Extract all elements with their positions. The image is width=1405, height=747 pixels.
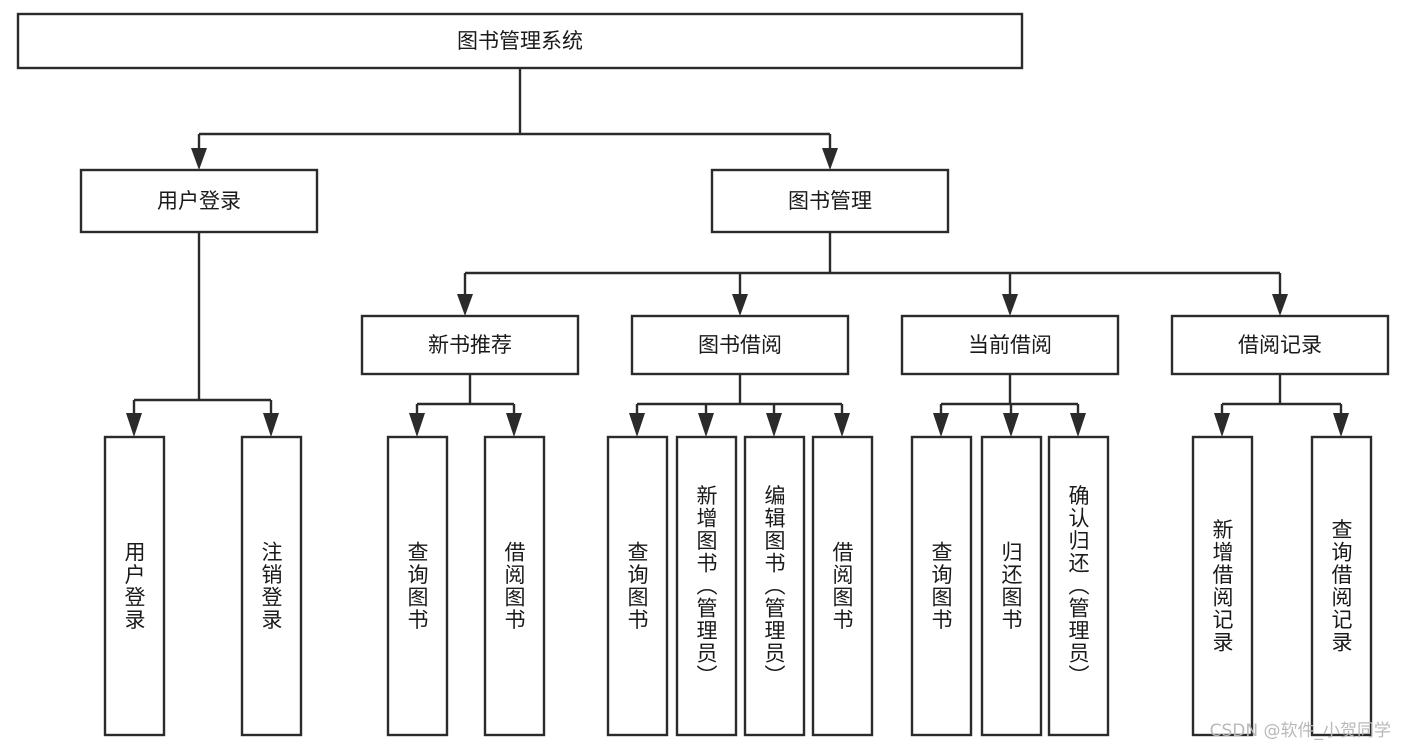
book-borrow-box[interactable]	[630, 314, 850, 376]
book-management-box[interactable]	[710, 168, 950, 234]
leaf-box[interactable]	[1047, 435, 1110, 737]
leaf-node-current-borrow-return[interactable]: 归还图书	[980, 435, 1043, 737]
book-borrow-label: 图书借阅	[698, 333, 782, 357]
node-new-book-recommend[interactable]: 新书推荐	[360, 314, 580, 376]
leaf-node-new-book-query[interactable]: 查询图书	[386, 435, 449, 737]
arrowhead-current-borrow	[1002, 294, 1018, 316]
leaf-node-user-login-login[interactable]: 用户登录	[103, 435, 166, 737]
node-book-borrow[interactable]: 图书借阅	[630, 314, 850, 376]
leaf-label: 注销登录	[259, 541, 283, 631]
arrowhead-borrow-record	[1272, 294, 1288, 316]
connector-layer	[126, 68, 1349, 437]
arrowhead-book-manage	[822, 148, 838, 170]
leaf-box[interactable]	[743, 435, 806, 737]
leaf-box[interactable]	[910, 435, 973, 737]
arrowhead-new-book	[457, 294, 473, 316]
current-borrow-label: 当前借阅	[968, 333, 1052, 357]
leaf-node-book-borrow-query[interactable]: 查询图书	[606, 435, 669, 737]
root-label: 图书管理系统	[457, 29, 583, 53]
leaf-label: 借阅图书	[830, 541, 854, 631]
arrowhead-cb-leaf1	[933, 413, 949, 437]
arrowhead-br-leaf1	[1214, 413, 1230, 437]
leaf-label: 确认归还（管理员）	[1066, 485, 1090, 688]
leaf-box[interactable]	[103, 435, 166, 737]
csdn-watermark: CSDN @软件_小贺同学	[1209, 721, 1391, 741]
node-user-login[interactable]: 用户登录	[79, 168, 319, 234]
leaf-label: 归还图书	[999, 541, 1023, 631]
leaf-node-book-borrow-add[interactable]: 新增图书（管理员）	[675, 435, 738, 737]
leaf-box[interactable]	[240, 435, 303, 737]
leaf-node-current-borrow-query[interactable]: 查询图书	[910, 435, 973, 737]
user-login-label: 用户登录	[157, 189, 241, 213]
leaf-label: 新增图书（管理员）	[694, 485, 718, 688]
leaf-node-current-borrow-confirm[interactable]: 确认归还（管理员）	[1047, 435, 1110, 737]
leaf-node-borrow-record-query[interactable]: 查询借阅记录	[1310, 435, 1373, 737]
leaf-box[interactable]	[386, 435, 449, 737]
node-borrow-record[interactable]: 借阅记录	[1170, 314, 1390, 376]
arrowhead-leaf-logout	[263, 413, 279, 437]
arrowhead-bb-leaf2	[698, 413, 714, 437]
leaf-label: 借阅图书	[502, 541, 526, 631]
leaf-label: 用户登录	[122, 541, 146, 631]
leaf-box[interactable]	[1310, 435, 1373, 737]
leaf-box[interactable]	[980, 435, 1043, 737]
arrowhead-nb-leaf2	[506, 413, 522, 437]
leaf-box[interactable]	[1191, 435, 1254, 737]
leaf-node-book-borrow-edit[interactable]: 编辑图书（管理员）	[743, 435, 806, 737]
leaf-label: 新增借阅记录	[1210, 519, 1234, 654]
arrowhead-bb-leaf1	[629, 413, 645, 437]
book-management-label: 图书管理	[788, 189, 872, 213]
user-login-box[interactable]	[79, 168, 319, 234]
leaf-label: 编辑图书（管理员）	[762, 485, 786, 688]
leaf-node-book-borrow-borrow[interactable]: 借阅图书	[811, 435, 874, 737]
arrowhead-cb-leaf2	[1003, 413, 1019, 437]
node-current-borrow[interactable]: 当前借阅	[900, 314, 1120, 376]
arrowhead-leaf-user-login	[126, 413, 142, 437]
leaf-label: 查询图书	[405, 541, 429, 631]
arrowhead-bb-leaf3	[766, 413, 782, 437]
arrowhead-user-login	[191, 148, 207, 170]
node-root-book-management-system[interactable]: 图书管理系统	[16, 12, 1024, 70]
new-book-recommend-label: 新书推荐	[428, 333, 512, 357]
arrowhead-book-borrow	[732, 294, 748, 316]
root-box[interactable]	[16, 12, 1024, 70]
arrowhead-bb-leaf4	[834, 413, 850, 437]
arrowhead-cb-leaf3	[1070, 413, 1086, 437]
leaf-node-borrow-record-add[interactable]: 新增借阅记录	[1191, 435, 1254, 737]
leaf-label: 查询借阅记录	[1329, 519, 1353, 654]
leaf-box[interactable]	[606, 435, 669, 737]
arrowhead-nb-leaf1	[409, 413, 425, 437]
borrow-record-box[interactable]	[1170, 314, 1390, 376]
leaf-box[interactable]	[483, 435, 546, 737]
borrow-record-label: 借阅记录	[1238, 333, 1322, 357]
current-borrow-box[interactable]	[900, 314, 1120, 376]
leaf-label: 查询图书	[625, 541, 649, 631]
leaf-node-user-login-logout[interactable]: 注销登录	[240, 435, 303, 737]
leaf-box[interactable]	[811, 435, 874, 737]
leaf-label: 查询图书	[929, 541, 953, 631]
node-book-management[interactable]: 图书管理	[710, 168, 950, 234]
leaf-node-new-book-borrow[interactable]: 借阅图书	[483, 435, 546, 737]
arrowhead-br-leaf2	[1333, 413, 1349, 437]
leaf-box[interactable]	[675, 435, 738, 737]
new-book-recommend-box[interactable]	[360, 314, 580, 376]
